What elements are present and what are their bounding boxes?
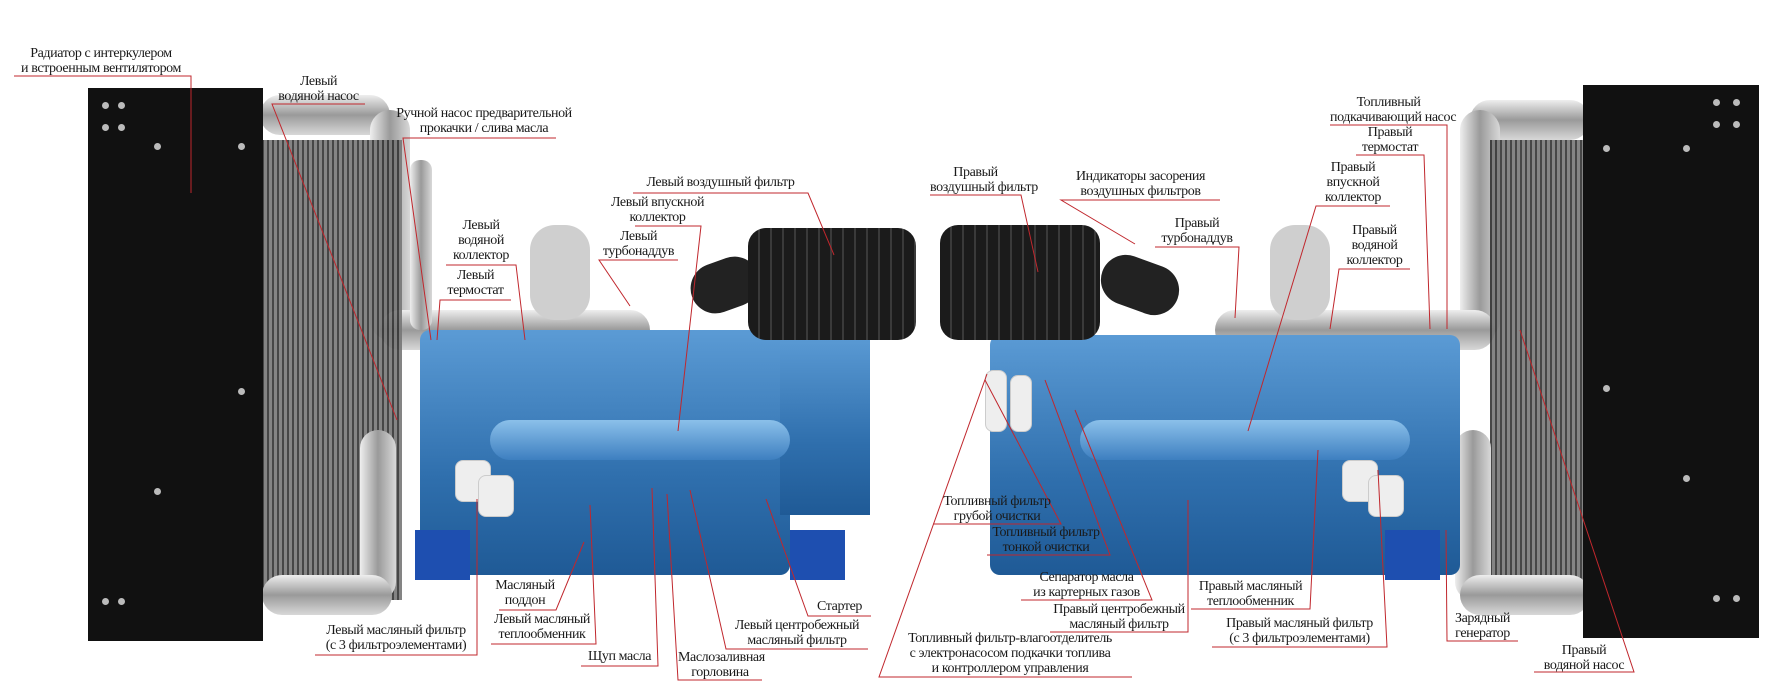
- leader-clog-indicators: [1059, 199, 1220, 245]
- leader-left-oil-cooler: [491, 504, 597, 645]
- leader-right-oil-cooler: [1191, 449, 1319, 610]
- leader-right-thermostat: [1356, 154, 1431, 330]
- leader-coarse-fuel-filter: [933, 379, 1062, 525]
- right-air-filter-body: [940, 225, 1100, 340]
- leader-left-oil-filter: [315, 499, 478, 656]
- leader-dipstick: [581, 487, 659, 667]
- leader-oil-filler: [666, 493, 762, 681]
- left-radiator-panel: [88, 88, 263, 641]
- leader-left-thermostat: [436, 299, 511, 341]
- leader-fuel-lift-pump: [1330, 124, 1448, 329]
- leader-starter: [765, 498, 871, 617]
- right-radiator-panel: [1583, 85, 1759, 638]
- leader-crankcase-separator: [1021, 409, 1153, 601]
- leader-right-turbo: [1155, 246, 1240, 319]
- leader-right-oil-filter: [1212, 469, 1388, 648]
- leader-left-centrifugal: [689, 489, 868, 650]
- label-left-oil-filter: Левый масляный фильтр(с 3 фильтроэлемент…: [325, 623, 467, 653]
- leader-right-intake: [1247, 205, 1390, 432]
- leader-fuel-water-separator: [878, 373, 1132, 678]
- label-dipstick: Щуп масла: [587, 649, 652, 664]
- leader-right-centrifugal: [1050, 500, 1189, 633]
- leader-oil-pan: [499, 541, 585, 611]
- leader-left-water-pump: [271, 103, 398, 421]
- leader-radiator: [14, 75, 192, 193]
- leader-left-intake: [635, 225, 702, 432]
- leader-alternator: [1445, 529, 1518, 642]
- leader-right-air-filter: [930, 194, 1039, 273]
- left-air-filter-body: [748, 228, 916, 340]
- leader-fine-fuel-filter: [987, 379, 1111, 556]
- leader-left-turbo: [598, 259, 678, 307]
- label-starter: Стартер: [816, 599, 862, 614]
- leader-left-water-manifold: [446, 264, 526, 341]
- label-left-air-filter: Левый воздушный фильтр: [646, 175, 795, 190]
- leader-right-water-manifold: [1329, 268, 1410, 330]
- leader-manual-oil-pump: [402, 137, 556, 341]
- leader-left-air-filter: [633, 192, 835, 256]
- leader-right-water-pump: [1519, 329, 1635, 673]
- label-right-oil-filter: Правый масляный фильтр(с 3 фильтроэлемен…: [1226, 616, 1373, 646]
